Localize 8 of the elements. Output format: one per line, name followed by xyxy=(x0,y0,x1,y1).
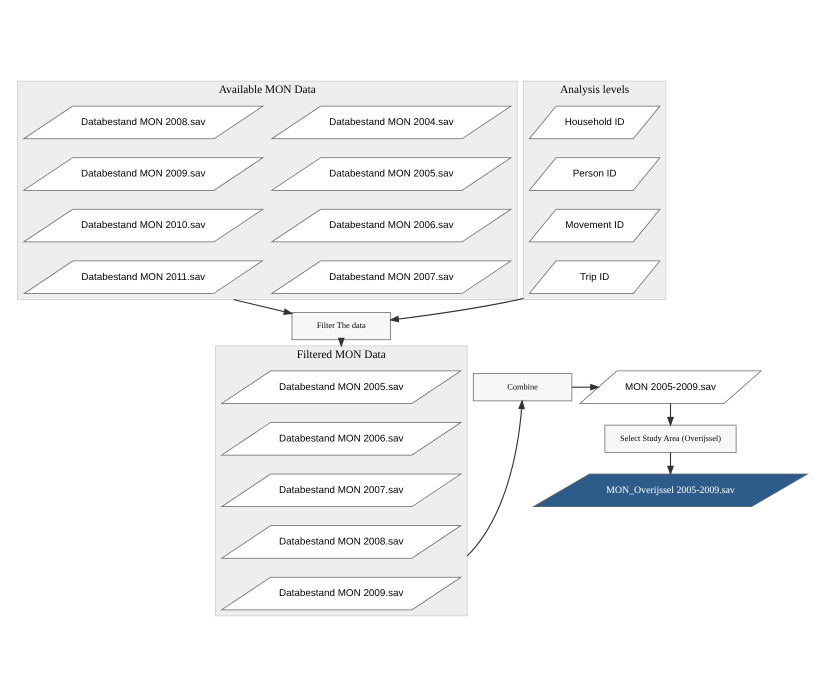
arrow xyxy=(572,384,600,391)
arrow xyxy=(233,299,294,315)
arrow xyxy=(389,298,524,322)
arrow xyxy=(667,452,674,476)
arrow xyxy=(667,404,674,427)
arrow xyxy=(466,399,525,556)
node-box: Combine xyxy=(472,373,572,402)
node-box: Select Study Area (Overijssel) xyxy=(604,424,736,453)
